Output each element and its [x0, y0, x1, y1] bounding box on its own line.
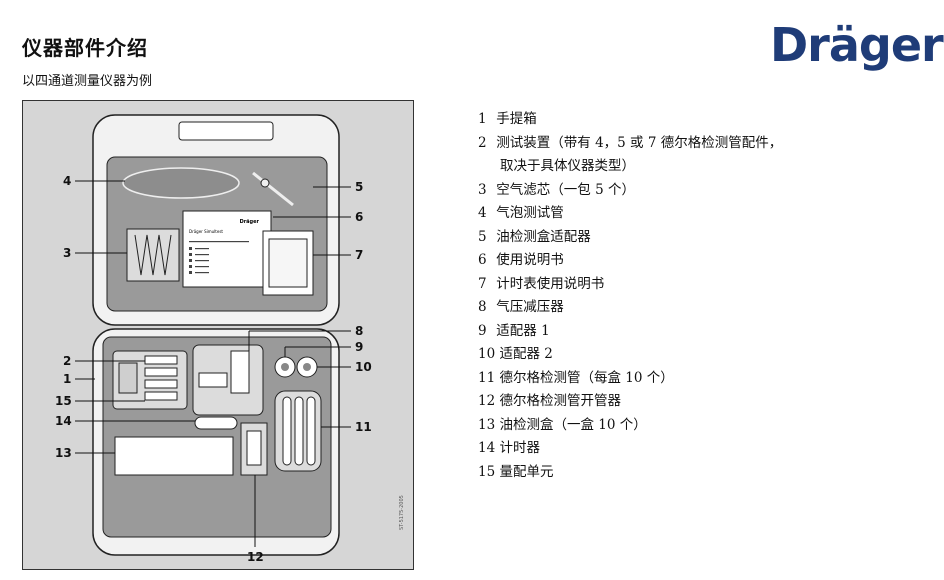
- legend-item: 13 油检测盒（一盒 10 个）: [478, 416, 647, 433]
- callout-4: 4: [63, 174, 71, 188]
- page-title: 仪器部件介绍: [22, 36, 148, 60]
- legend-item: 15 量配单元: [478, 463, 554, 480]
- legend-item: 1 手提箱: [478, 111, 537, 127]
- drager-logo: Dräger: [770, 18, 944, 72]
- callout-9: 9: [355, 340, 363, 354]
- legend-item-continuation: 取决于具体仪器类型）: [500, 158, 635, 174]
- callout-11: 11: [355, 420, 372, 434]
- page-subtitle: 以四通道测量仪器为例: [22, 74, 153, 89]
- legend-item: 3 空气滤芯（一包 5 个）: [478, 181, 635, 198]
- callout-5: 5: [355, 180, 363, 194]
- callout-6: 6: [355, 210, 363, 224]
- callout-7: 7: [355, 248, 363, 262]
- oil-test-boxes: [114, 436, 234, 476]
- oil-box-adapter: [252, 171, 294, 207]
- callout-3: 3: [63, 246, 71, 260]
- timer: [194, 416, 238, 430]
- callout-8: 8: [355, 324, 363, 338]
- legend-item: 7 计时表使用说明书: [478, 275, 605, 292]
- legend-item: 2 测试装置（带有 4，5 或 7 德尔格检测管配件，: [478, 134, 783, 151]
- callout-12: 12: [247, 550, 264, 564]
- lid-handle: [178, 121, 274, 141]
- bubble-test-tube: [122, 167, 240, 199]
- callout-10: 10: [355, 360, 372, 374]
- legend-item: 12 德尔格检测管开管器: [478, 393, 621, 409]
- figure-code: ST-5175-2005: [399, 495, 405, 530]
- legend-item: 4 气泡测试管: [478, 205, 564, 221]
- case-illustration: Dräger Dräger Simultest: [55, 114, 372, 564]
- manual-brand: Dräger: [240, 219, 260, 225]
- callout-15: 15: [55, 394, 72, 408]
- legend-item: 5 油检测盒适配器: [478, 228, 591, 245]
- parts-legend: 1 手提箱 2 测试装置（带有 4，5 或 7 德尔格检测管配件， 取决于具体仪…: [478, 108, 782, 484]
- legend-item: 8 气压减压器: [478, 299, 564, 315]
- legend-item: 10 适配器 2: [478, 346, 553, 362]
- callout-14: 14: [55, 414, 72, 428]
- legend-item: 6 使用说明书: [478, 252, 564, 268]
- pressure-reducer: [230, 350, 250, 394]
- legend-item: 9 适配器 1: [478, 322, 550, 339]
- manual-heading: Dräger Simultest: [189, 229, 223, 234]
- case-diagram: Dräger Dräger Simultest: [22, 100, 414, 570]
- legend-item: 14 计时器: [478, 440, 540, 456]
- legend-item: 11 德尔格检测管（每盒 10 个）: [478, 369, 674, 386]
- callout-2: 2: [63, 354, 71, 368]
- callout-13: 13: [55, 446, 72, 460]
- callout-1: 1: [63, 372, 71, 386]
